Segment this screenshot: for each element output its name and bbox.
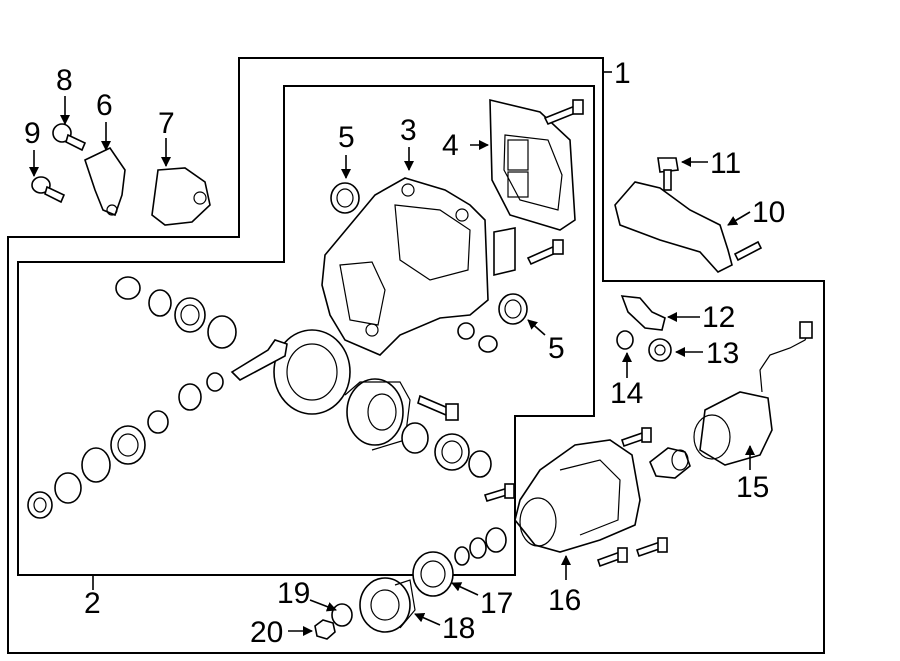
mount-bracket-large-part[interactable]: [151, 167, 211, 226]
companion-flange-part[interactable]: [359, 577, 416, 633]
shim-a-part[interactable]: [454, 546, 470, 566]
callout-17: 17: [480, 587, 513, 620]
housing-washer-part[interactable]: [457, 322, 475, 340]
pinion-gear-part[interactable]: [230, 339, 288, 381]
callout-15: 15: [736, 471, 769, 504]
pinion-race-b-part[interactable]: [110, 425, 146, 465]
upper-mount-stud-part[interactable]: [733, 240, 763, 262]
plug-washer-part[interactable]: [616, 330, 634, 350]
callout-1: 1: [614, 57, 631, 90]
callout-20: 20: [250, 616, 283, 649]
pinion-shim-a-part[interactable]: [115, 276, 141, 300]
transfer-bolt-a-part[interactable]: [483, 483, 515, 502]
upper-mount-bracket-part[interactable]: [614, 181, 733, 273]
carrier-bolt-part[interactable]: [417, 394, 459, 421]
callout-16: 16: [548, 584, 581, 617]
seal-lower-part[interactable]: [498, 293, 528, 325]
callout-5-lower: 5: [548, 332, 565, 365]
callout-19: 19: [277, 577, 310, 610]
pinion-seal-part[interactable]: [27, 491, 53, 519]
pinion-bearing-b-part[interactable]: [81, 447, 111, 483]
bracket-bolt-upper-part[interactable]: [52, 123, 87, 152]
callout-9: 9: [24, 117, 41, 150]
flange-nut-part[interactable]: [314, 619, 336, 640]
shim-c-part[interactable]: [485, 527, 507, 553]
callout-8: 8: [56, 64, 73, 97]
pinion-spacer-part[interactable]: [206, 372, 224, 392]
housing-plug-part[interactable]: [478, 335, 498, 353]
pinion-sleeve-part[interactable]: [147, 410, 169, 434]
pinion-shim-b-part[interactable]: [148, 289, 172, 317]
ring-gear-part[interactable]: [273, 329, 351, 415]
transfer-housing-part[interactable]: [514, 439, 641, 553]
assembly-2-frame: [17, 85, 595, 576]
callout-4: 4: [442, 129, 459, 162]
upper-mount-bolt-part[interactable]: [657, 157, 679, 191]
callout-13: 13: [706, 337, 739, 370]
transfer-bolt-d-part[interactable]: [635, 537, 668, 558]
flange-washer-part[interactable]: [331, 603, 353, 627]
pinion-collar-part[interactable]: [178, 383, 202, 411]
drain-plug-part[interactable]: [648, 338, 672, 362]
output-shaft-part[interactable]: [649, 447, 691, 479]
side-shim-part[interactable]: [468, 450, 492, 478]
seal-upper-part[interactable]: [330, 182, 360, 214]
pinion-race-a-part[interactable]: [174, 297, 206, 333]
rear-cover-part[interactable]: [489, 98, 576, 231]
assembly-1-frame: [7, 57, 825, 654]
callout-12: 12: [702, 301, 735, 334]
callout-5-upper: 5: [338, 121, 355, 154]
output-bearing-part[interactable]: [412, 551, 454, 597]
bracket-bolt-lower-part[interactable]: [31, 176, 66, 204]
side-bearing-part[interactable]: [401, 422, 429, 454]
callout-2: 2: [84, 587, 101, 620]
housing-bolt-part[interactable]: [526, 239, 564, 266]
callout-10: 10: [752, 196, 785, 229]
cover-bolt-part[interactable]: [543, 99, 584, 126]
carrier-housing-part[interactable]: [321, 177, 489, 356]
transfer-bolt-b-part[interactable]: [620, 427, 652, 448]
callout-11: 11: [710, 147, 741, 180]
sensor-part[interactable]: [620, 295, 666, 331]
pinion-bearing-c-part[interactable]: [54, 472, 82, 504]
callout-18: 18: [442, 612, 475, 645]
callout-14: 14: [610, 377, 643, 410]
differential-case-part[interactable]: [344, 378, 411, 451]
transfer-bolt-c-part[interactable]: [596, 547, 628, 568]
callout-7: 7: [158, 107, 175, 140]
shim-b-part[interactable]: [469, 537, 487, 559]
side-bearing-race-part[interactable]: [434, 433, 470, 471]
mount-bracket-part[interactable]: [84, 146, 126, 217]
callout-6: 6: [96, 89, 113, 122]
callout-3: 3: [400, 114, 417, 147]
housing-bracket-part[interactable]: [493, 227, 516, 277]
pinion-bearing-a-part[interactable]: [207, 315, 237, 349]
